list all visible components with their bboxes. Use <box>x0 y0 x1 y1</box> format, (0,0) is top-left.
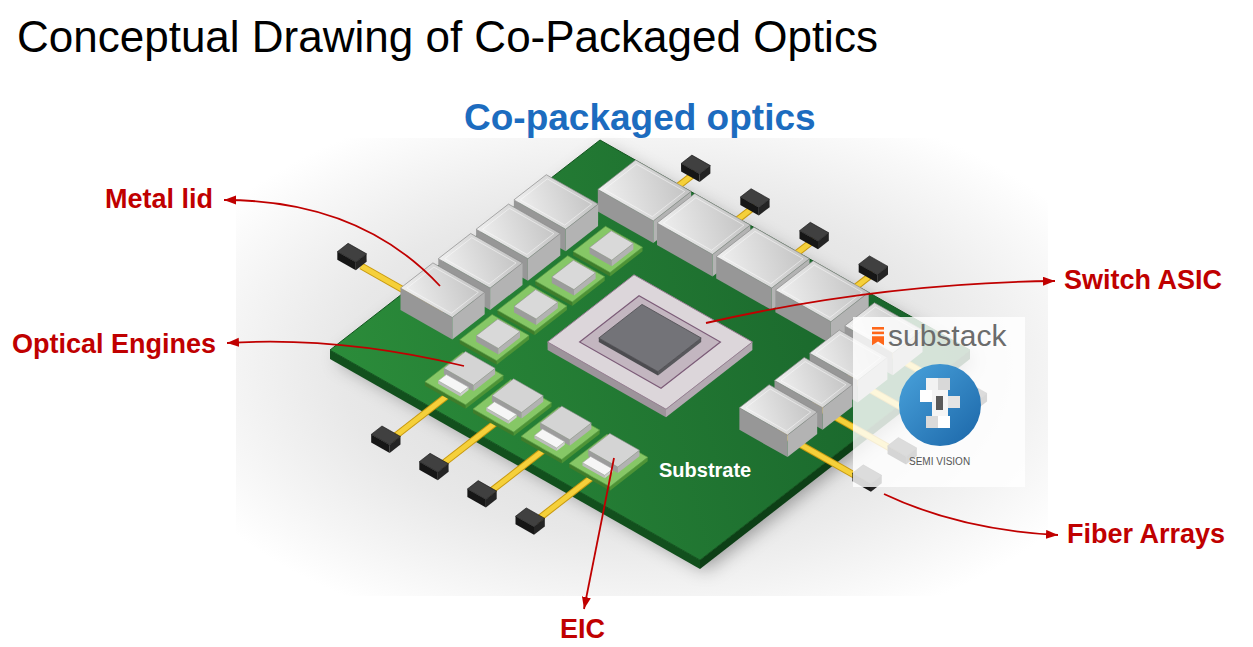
part-label: Fiber Arrays <box>1067 519 1225 550</box>
leader-line <box>884 494 1058 535</box>
fiber-connector <box>734 189 775 216</box>
watermark-panel <box>938 416 950 428</box>
watermark-panel <box>926 378 938 390</box>
metal-lid <box>723 385 834 457</box>
render-background <box>236 138 1048 596</box>
watermark-panel <box>948 396 960 408</box>
watermark-panel <box>899 364 981 446</box>
part-label: EIC <box>560 614 605 645</box>
substrate-label: Substrate <box>659 459 751 482</box>
leader-line <box>706 281 1055 323</box>
fiber-connector <box>365 426 406 453</box>
watermark-panel <box>938 378 950 390</box>
fiber-connector <box>331 243 372 270</box>
leader-line <box>224 200 440 286</box>
watermark-panel <box>853 317 1025 487</box>
watermark-panel <box>926 416 938 428</box>
watermark-panel <box>920 390 932 402</box>
switch-asic <box>542 275 759 417</box>
watermark-text: substack <box>888 319 1006 354</box>
diagram-title: Conceptual Drawing of Co-Packaged Optics <box>17 12 878 63</box>
watermark-text: SEMI VISION <box>909 456 970 468</box>
part-label: Switch ASIC <box>1064 265 1222 296</box>
fiber-connector <box>461 481 502 508</box>
part-label: Optical Engines <box>12 329 216 360</box>
leader-line <box>224 200 1058 609</box>
leader-line <box>584 458 614 609</box>
watermark-panel <box>936 396 943 410</box>
substrate-board <box>210 79 1046 627</box>
watermark-panel <box>872 336 884 345</box>
fiber-connector <box>675 155 716 182</box>
fiber-connector <box>794 222 835 249</box>
watermark-panel <box>872 327 884 330</box>
watermark-panel <box>853 317 1025 487</box>
watermark-panel <box>872 332 884 335</box>
leader-line <box>227 342 464 366</box>
watermark-panel <box>932 390 948 416</box>
subtitle: Co-packaged optics <box>464 97 816 140</box>
part-label: Metal lid <box>105 184 213 215</box>
fiber-connector <box>853 256 894 283</box>
fiber-connector <box>510 508 551 535</box>
fiber-connector <box>413 453 454 480</box>
